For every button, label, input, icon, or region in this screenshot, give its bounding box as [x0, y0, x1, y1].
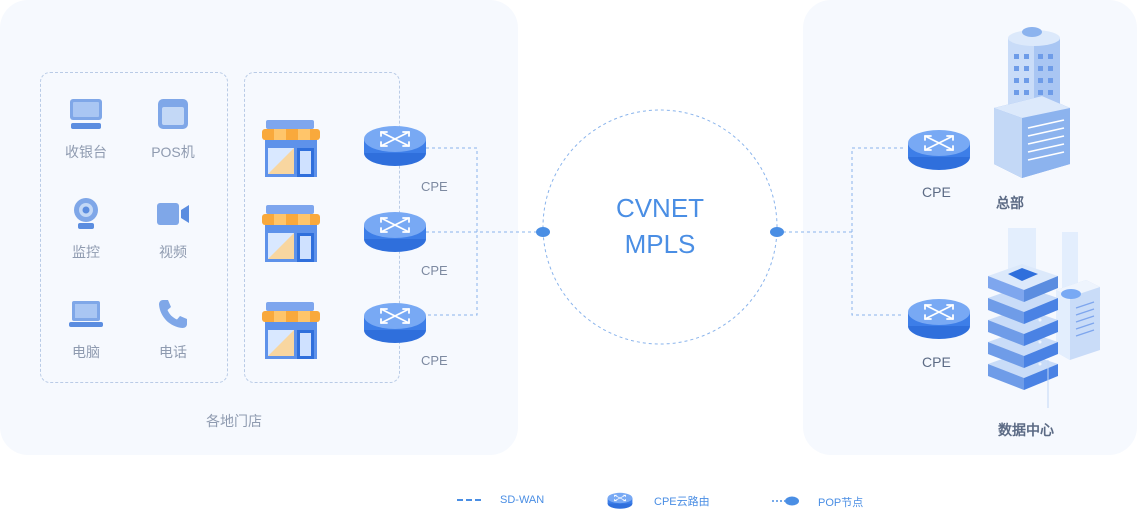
legend-cpe-router-label: CPE云路由: [654, 496, 710, 508]
cpe-router-icon: [363, 125, 427, 167]
headquarters-building-icon: [994, 27, 1070, 178]
cloud-title-line2: MPLS: [624, 229, 696, 259]
camera-icon: [68, 196, 104, 232]
store-icon: [262, 302, 320, 359]
mpls-cloud-label: CVNET MPLS: [600, 190, 720, 262]
legend-sdwan-label: SD-WAN: [500, 494, 545, 506]
datacenter-label: 数据中心: [998, 422, 1054, 438]
pop-node-right: [770, 227, 784, 237]
sdwan-line-right: [777, 147, 903, 316]
cpe-label: CPE: [922, 354, 951, 370]
device-label: 电话: [159, 344, 187, 360]
pop-node-left: [536, 227, 550, 237]
pos-icon: [155, 96, 191, 132]
cpe-label: CPE: [421, 263, 448, 278]
cashier-icon: [68, 96, 104, 132]
cpe-router-icon: [363, 302, 427, 344]
legend-pop-node: [785, 496, 799, 506]
device-label: 收银台: [65, 144, 107, 160]
store-icon: [262, 120, 320, 177]
stores-label: 各地门店: [206, 413, 262, 429]
device-pos: POS机: [143, 96, 203, 162]
device-cashier: 收银台: [56, 96, 116, 162]
store-icon: [262, 205, 320, 262]
device-label: POS机: [151, 144, 195, 160]
cpe-label: CPE: [421, 353, 448, 368]
phone-icon: [155, 296, 191, 332]
legend-cpe-router-icon: [607, 492, 633, 510]
cpe-router-icon: [907, 298, 971, 340]
device-phone: 电话: [143, 296, 203, 362]
headquarters-label: 总部: [996, 195, 1024, 211]
legend-pop-label: POP节点: [818, 497, 864, 509]
cpe-label: CPE: [421, 179, 448, 194]
laptop-icon: [68, 296, 104, 332]
cloud-title-line1: CVNET: [615, 193, 705, 223]
cpe-router-icon: [363, 211, 427, 253]
device-label: 监控: [72, 244, 100, 260]
cpe-router-icon: [907, 129, 971, 171]
terminal-devices-group: [40, 72, 228, 383]
headquarters-panel: [803, 0, 1137, 455]
sdwan-line-left: [426, 147, 543, 316]
datacenter-server-icon: [988, 228, 1100, 408]
video-camera-icon: [155, 196, 191, 232]
device-video: 视频: [143, 196, 203, 262]
device-computer: 电脑: [56, 296, 116, 362]
device-monitor: 监控: [56, 196, 116, 262]
device-label: 电脑: [72, 344, 100, 360]
cpe-label: CPE: [922, 184, 951, 200]
device-label: 视频: [159, 244, 187, 260]
